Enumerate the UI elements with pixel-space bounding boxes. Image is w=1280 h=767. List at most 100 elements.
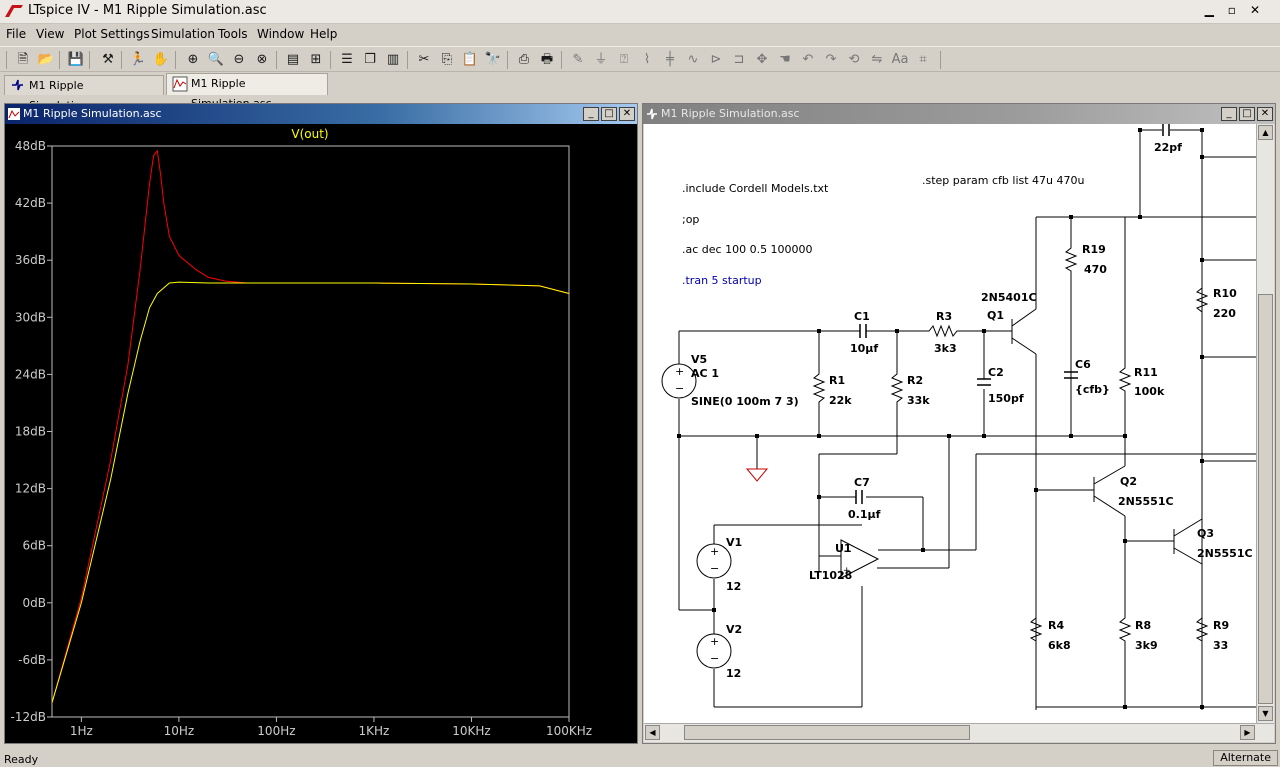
menu-window[interactable]: Window [257, 27, 305, 41]
move-icon[interactable]: ✥ [756, 52, 768, 67]
directive-tran[interactable]: .tran 5 startup [682, 274, 762, 287]
inductor-icon[interactable]: ∿ [687, 52, 699, 67]
label-r19-value: 470 [1084, 263, 1107, 276]
print-icon[interactable]: 🖶 [540, 52, 554, 67]
menu-simulation[interactable]: Simulation [151, 27, 215, 41]
ground-icon[interactable]: ⏚ [594, 52, 608, 67]
cut-icon[interactable]: ✂ [418, 52, 430, 67]
find-icon[interactable]: 🔭 [484, 52, 502, 67]
diode-icon[interactable]: ⊳ [710, 52, 722, 67]
y-tick-label: 6dB [23, 539, 46, 553]
autorange-icon[interactable]: ▤ [286, 52, 300, 67]
maximize-icon[interactable]: □ [601, 107, 617, 121]
directive-ac[interactable]: .ac dec 100 0.5 100000 [682, 243, 813, 256]
trace-label[interactable]: V(out) [291, 127, 328, 141]
label-net-icon[interactable]: ⍰ [620, 52, 628, 67]
cascade-icon[interactable]: ❐ [364, 52, 376, 67]
schematic-window[interactable]: M1 Ripple Simulation.asc _□✕ [642, 103, 1276, 744]
add-trace-icon[interactable]: ⊞ [310, 52, 322, 67]
tile-horizontal-icon[interactable]: ☰ [341, 52, 353, 67]
component-icon[interactable]: ⊐ [733, 52, 745, 67]
close-icon[interactable]: ✕ [619, 107, 635, 121]
print-preview-icon[interactable]: ⎙ [518, 52, 530, 67]
window-controls[interactable]: ▁▫✕ [1205, 3, 1274, 17]
spice-directive-icon[interactable]: ⌗ [919, 52, 927, 67]
rotate-icon[interactable]: ⟲ [848, 52, 860, 67]
menu-file[interactable]: File [6, 27, 27, 41]
mirror-icon[interactable]: ⇋ [871, 52, 883, 67]
drag-icon[interactable]: ☚ [779, 52, 791, 67]
horizontal-scrollbar[interactable]: ◀ ▶ [644, 723, 1274, 742]
waveform-plot[interactable]: V(out) 48dB42dB36dB30dB24dB18dB12dB6dB0d… [5, 124, 637, 743]
resistor-r19 [1064, 244, 1078, 274]
transistors [1011, 308, 1203, 565]
menu-view[interactable]: View [36, 27, 65, 41]
scroll-left-icon[interactable]: ◀ [645, 725, 660, 740]
minimize-icon[interactable]: ▁ [1204, 3, 1228, 17]
schematic-icon [647, 108, 657, 120]
zoom-pan-icon[interactable]: 🔍 [207, 52, 225, 67]
tile-vertical-icon[interactable]: ▥ [386, 52, 400, 67]
vertical-scrollbar[interactable]: ▲ ▼ [1256, 124, 1274, 723]
ground-symbol [745, 468, 769, 482]
minimize-icon[interactable]: _ [583, 107, 599, 121]
scroll-down-icon[interactable]: ▼ [1258, 706, 1273, 721]
close-icon[interactable]: ✕ [1257, 107, 1273, 121]
plot-window[interactable]: M1 Ripple Simulation.asc _□✕ V(out) 48dB… [4, 103, 638, 744]
zoom-out-icon[interactable]: ⊖ [233, 52, 245, 67]
menu-help[interactable]: Help [310, 27, 338, 41]
minimize-icon[interactable]: _ [1221, 107, 1237, 121]
capacitor-icon[interactable]: ╪ [666, 52, 674, 67]
maximize-icon[interactable]: □ [1239, 107, 1255, 121]
horizontal-scroll-thumb[interactable] [684, 725, 970, 740]
plot-window-title: M1 Ripple Simulation.asc [23, 107, 162, 120]
y-tick-label: 18dB [15, 425, 46, 439]
y-tick-label: 24dB [15, 367, 46, 381]
vertical-scroll-thumb[interactable] [1258, 294, 1273, 704]
label-r11: R11 [1134, 366, 1158, 379]
open-icon[interactable]: 📂 [37, 52, 55, 67]
save-icon[interactable]: 💾 [67, 52, 85, 67]
new-schematic-icon[interactable]: 🗎 [17, 52, 29, 67]
copy-icon[interactable]: ⎘ [441, 52, 453, 67]
schematic-canvas[interactable]: + − + − + − − + [644, 124, 1256, 723]
directive-op[interactable]: ;op [682, 213, 699, 226]
redo-icon[interactable]: ↷ [825, 52, 837, 67]
schematic-window-titlebar[interactable]: M1 Ripple Simulation.asc _□✕ [643, 104, 1275, 124]
scroll-up-icon[interactable]: ▲ [1258, 125, 1273, 140]
label-r4-value: 6k8 [1048, 639, 1071, 652]
draw-wire-icon[interactable]: ✎ [572, 52, 584, 67]
resistor-r8 [1118, 614, 1132, 644]
status-mode: Alternate [1213, 750, 1278, 766]
menu-plot-settings[interactable]: Plot Settings [74, 27, 150, 41]
maximize-icon[interactable]: ▫ [1227, 3, 1250, 17]
waveform-icon [8, 108, 20, 120]
resistor-r11 [1118, 364, 1132, 394]
run-icon[interactable]: 🏃 [129, 52, 147, 67]
text-icon[interactable]: Aa [891, 52, 909, 67]
scroll-right-icon[interactable]: ▶ [1240, 725, 1255, 740]
halt-icon[interactable]: ✋ [152, 52, 170, 67]
resistor-icon[interactable]: ⌇ [643, 52, 651, 67]
directive-include[interactable]: .include Cordell Models.txt [682, 182, 829, 195]
paste-icon[interactable]: 📋 [461, 52, 479, 67]
label-r3-value: 3k3 [934, 342, 957, 355]
resistor-r9 [1195, 614, 1209, 644]
tab-waveform[interactable]: M1 Ripple Simulation.asc [166, 73, 328, 110]
waveform-icon [172, 76, 188, 92]
undo-icon[interactable]: ↶ [802, 52, 814, 67]
menu-tools[interactable]: Tools [218, 27, 248, 41]
label-v2-value: 12 [726, 667, 741, 680]
directive-step[interactable]: .step param cfb list 47u 470u [922, 174, 1084, 187]
label-q3: Q3 [1197, 527, 1214, 540]
zoom-in-icon[interactable]: ⊕ [187, 52, 199, 67]
zoom-fit-icon[interactable]: ⊗ [256, 52, 268, 67]
label-r9-value: 33 [1213, 639, 1228, 652]
control-panel-icon[interactable]: ⚒ [102, 52, 114, 67]
plot-window-titlebar[interactable]: M1 Ripple Simulation.asc _□✕ [5, 104, 637, 124]
x-tick-label: 100KHz [546, 724, 592, 738]
svg-text:+: + [843, 566, 851, 576]
tab-schematic[interactable]: M1 Ripple Simulation.asc [4, 75, 164, 112]
schematic-window-title: M1 Ripple Simulation.asc [661, 107, 800, 120]
close-icon[interactable]: ✕ [1249, 3, 1274, 17]
